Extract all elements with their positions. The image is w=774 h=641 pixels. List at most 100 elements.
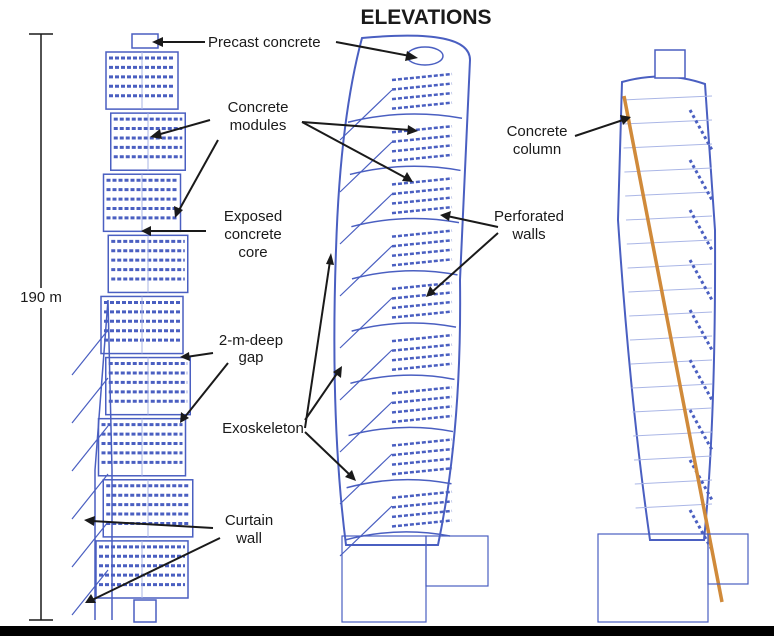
callout-lines [91,41,624,601]
floor-line [621,95,713,101]
floor-line [627,263,713,269]
label-concrete-column-line1: Concrete [507,123,568,140]
label-concrete-modules-line1: Concrete [228,99,289,116]
floor-line [633,431,713,437]
exoskeleton-diagonal [339,349,393,401]
exoskeleton-diagonal [339,141,393,193]
perforation-row [391,177,453,186]
perforation-row [688,359,714,401]
perforation-row [391,82,453,91]
perforation-row [391,258,453,267]
perforation-row [391,153,453,163]
perforation-row [391,466,453,476]
perforation-row [391,196,453,205]
label-gap-line2: gap [238,349,263,366]
perforation-row [688,109,714,151]
concrete-column [622,95,724,603]
floor-line [630,359,713,365]
exoskeleton-brace [71,377,109,424]
exoskeleton-diagonal [339,505,393,557]
perforation-row [391,362,453,372]
core-base [133,599,157,623]
label-concrete-modules-line2: modules [230,117,287,134]
perforation-row [391,405,453,414]
diagram-title: ELEVATIONS [360,6,491,29]
perforation-row [391,500,453,509]
label-exposed-core-line1: Exposed [224,208,282,225]
perforation-row [391,457,453,466]
perforation-row [391,509,453,519]
floor-line [625,215,713,221]
exoskeleton-brace [71,569,109,616]
perforation-row [391,101,453,110]
perforation-row [391,447,453,457]
perforation-row [391,229,453,238]
perforation-row [391,248,453,258]
floor-line [626,239,713,245]
perforation-row [391,343,453,352]
floor-line [631,383,713,389]
label-concrete-column-line2: column [513,141,561,158]
precast-cap [131,33,159,49]
perforation-row [391,144,453,153]
floor-band [344,531,451,541]
callout-arrowheads [84,37,631,603]
floor-line [632,407,713,413]
height-dimension [18,33,66,621]
perforation-row [688,209,714,251]
perforation-row [688,309,714,351]
perforation-row [391,300,453,310]
perforation-row [688,259,714,301]
base-outline-secondary [425,535,489,587]
perforation-row [391,333,453,343]
tower-front-elevation [71,33,194,623]
tower-exoskeleton-elevation [333,34,489,623]
exoskeleton-diagonal [339,245,393,297]
tower-column-elevation [597,49,749,623]
base-outline-secondary [707,533,749,585]
exoskeleton-diagonal [339,193,393,245]
perforation-row [391,386,453,395]
floor-band [351,217,460,228]
perforation-row [391,414,453,424]
perforation-row [391,352,453,362]
exoskeleton-brace [71,329,109,376]
perforation-row [688,459,714,501]
height-label: 190 m [20,289,62,306]
exoskeleton-brace [71,425,109,472]
floor-band [351,270,458,280]
label-perforated-walls-line2: walls [511,226,545,243]
perforation-row [391,310,453,319]
floor-line [628,287,713,293]
exoskeleton-diagonal [339,297,393,349]
perforation-row [391,72,453,82]
label-exposed-core-line3: core [238,244,267,261]
label-exposed-core-line2: concrete [224,226,282,243]
exoskeleton-diagonal [339,89,393,141]
floor-line [623,143,713,149]
perforation-row [391,134,453,144]
label-perforated-walls-line1: Perforated [494,208,564,225]
perforation-row [391,205,453,215]
exoskeleton-brace [71,473,109,520]
base-outline [341,535,427,623]
exoskeleton-brace [71,521,109,568]
perforation-row [391,238,453,248]
floor-line [629,311,713,317]
exoskeleton-diagonal [339,401,393,453]
callout-labels: Precast concrete Concrete modules Expose… [208,34,567,547]
label-precast-concrete: Precast concrete [208,34,321,51]
perforation-row [391,124,453,134]
label-gap-line1: 2-m-deep [219,332,283,349]
perforation-row [391,91,453,101]
perforation-row [391,490,453,500]
floor-band [350,374,455,385]
exoskeleton-edge [94,299,113,620]
floor-line [625,191,713,197]
label-curtain-wall-line2: wall [235,530,262,547]
floor-band [351,322,457,332]
perforation-row [391,291,453,300]
perforation-row [688,409,714,451]
